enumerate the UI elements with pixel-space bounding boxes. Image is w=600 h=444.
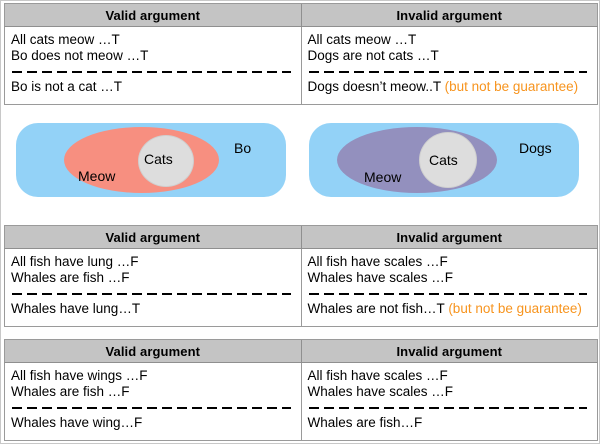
premise: All fish have scales …F xyxy=(307,254,448,269)
dashed-divider xyxy=(11,287,295,300)
caveat-text: (but not be guarantee) xyxy=(444,79,579,94)
premise: Whales are fish …F xyxy=(11,384,130,399)
dashed-divider xyxy=(11,65,295,78)
table-2-invalid-cell: All fish have scales …F Whales have scal… xyxy=(300,249,598,327)
table-1-header-invalid: Invalid argument xyxy=(300,4,598,26)
table-3-header-invalid: Invalid argument xyxy=(300,340,598,362)
conclusion: Whales are fish…F xyxy=(308,415,592,431)
argument-table-3: Valid argument Invalid argument All fish… xyxy=(4,339,598,441)
table-1-header-valid: Valid argument xyxy=(105,7,201,23)
table-2-body-row: All fish have lung …F Whales are fish …F… xyxy=(4,249,598,327)
premise: Dogs are not cats …T xyxy=(307,48,439,63)
venn-diagram-row: Cats Meow Bo Cats Meow Dogs xyxy=(1,119,600,203)
venn-diagram-valid: Cats Meow Bo xyxy=(16,123,286,197)
premise: All fish have scales …F xyxy=(307,368,448,383)
conclusion: Whales have wing…F xyxy=(11,415,295,431)
table-3-invalid-cell: All fish have scales …F Whales have scal… xyxy=(300,363,598,441)
premise: Whales have scales …F xyxy=(307,384,454,399)
table-1-valid-cell: All cats meow …T Bo does not meow …T Bo … xyxy=(4,27,301,105)
premise: Whales have scales …F xyxy=(307,270,454,285)
conclusion: Dogs doesn’t meow..T (but not be guarant… xyxy=(308,79,592,95)
table-3-header-valid: Valid argument xyxy=(105,343,201,359)
conclusion-text: Dogs doesn’t meow..T xyxy=(307,79,445,94)
venn-cats-circle xyxy=(419,132,477,188)
table-1-invalid-cell: All cats meow …T Dogs are not cats …T Do… xyxy=(300,27,598,105)
conclusion: Whales have lung…T xyxy=(11,301,295,317)
premise: All fish have wings …F xyxy=(11,368,148,383)
table-1-body-row: All cats meow …T Bo does not meow …T Bo … xyxy=(4,27,598,105)
table-2-header-valid: Valid argument xyxy=(105,229,201,245)
table-3-valid-cell: All fish have wings …F Whales are fish …… xyxy=(4,363,301,441)
premise: Whales are fish …F xyxy=(11,270,130,285)
table-3-header-row: Valid argument Invalid argument xyxy=(4,339,598,363)
table-2-header-row: Valid argument Invalid argument xyxy=(4,225,598,249)
conclusion: Bo is not a cat …T xyxy=(11,79,295,95)
table-2-header-invalid: Invalid argument xyxy=(300,226,598,248)
venn-label-cats: Cats xyxy=(429,152,458,168)
premise: All fish have lung …F xyxy=(11,254,139,269)
premise: Bo does not meow …T xyxy=(11,48,149,63)
conclusion-text: Whales are not fish…T xyxy=(307,301,449,316)
premise: All cats meow …T xyxy=(11,32,120,47)
venn-cats-circle xyxy=(138,135,194,187)
conclusion: Whales are not fish…T (but not be guaran… xyxy=(308,301,592,317)
venn-label-dogs: Dogs xyxy=(519,140,552,156)
table-1-header-row: Valid argument Invalid argument xyxy=(4,3,598,27)
conclusion-text: Bo is not a cat …T xyxy=(11,79,123,94)
argument-table-2: Valid argument Invalid argument All fish… xyxy=(4,225,598,327)
conclusion-text: Whales have wing…F xyxy=(11,415,143,430)
conclusion-text: Whales have lung…T xyxy=(11,301,141,316)
dashed-divider xyxy=(11,401,295,414)
dashed-divider xyxy=(308,65,592,78)
venn-label-bo: Bo xyxy=(234,140,252,156)
venn-diagram-invalid: Cats Meow Dogs xyxy=(309,123,579,197)
dashed-divider xyxy=(308,287,592,300)
venn-label-meow: Meow xyxy=(364,169,402,185)
argument-table-1: Valid argument Invalid argument All cats… xyxy=(4,3,598,105)
table-3-body-row: All fish have wings …F Whales are fish …… xyxy=(4,363,598,441)
caveat-text: (but not be guarantee) xyxy=(448,301,582,316)
dashed-divider xyxy=(308,401,592,414)
venn-label-meow: Meow xyxy=(78,168,116,184)
table-2-valid-cell: All fish have lung …F Whales are fish …F… xyxy=(4,249,301,327)
premise: All cats meow …T xyxy=(307,32,417,47)
conclusion-text: Whales are fish…F xyxy=(307,415,423,430)
venn-label-cats: Cats xyxy=(144,151,173,167)
